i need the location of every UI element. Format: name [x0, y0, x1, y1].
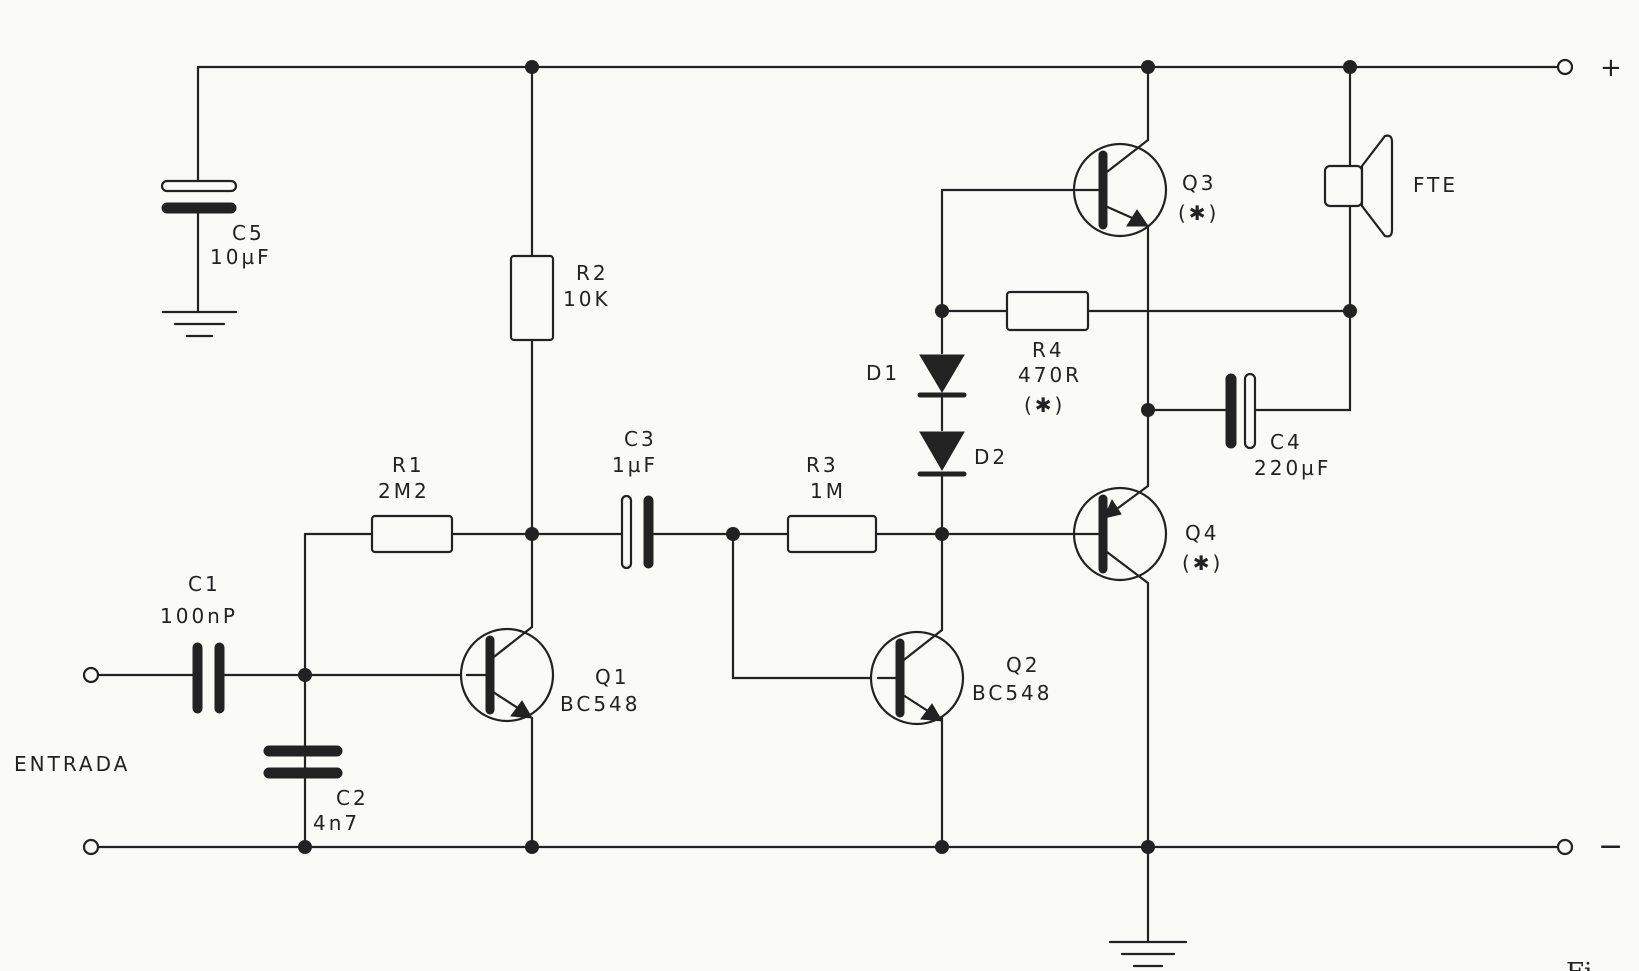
diode-d2: D2	[917, 431, 1008, 477]
r2-value: 10K	[563, 287, 611, 311]
r4-note: (✱)	[1024, 393, 1065, 417]
r4-ref: R4	[1032, 338, 1065, 362]
transistor-q2: Q2 BC548	[869, 628, 1053, 726]
resistor-r1: R1 2M2	[370, 453, 454, 554]
negative-terminal	[1556, 838, 1574, 856]
transistor-q3: Q3 (✱)	[1072, 138, 1219, 238]
c1-value: 100nP	[160, 604, 238, 628]
resistor-r2: R2 10K	[509, 254, 611, 342]
capacitor-c2: C2 4n7	[263, 745, 369, 835]
q4-note: (✱)	[1182, 551, 1223, 575]
c5-ref: C5	[232, 221, 265, 245]
d2-ref: D2	[974, 445, 1008, 469]
c1-ref: C1	[188, 572, 221, 596]
r1-value: 2M2	[378, 479, 430, 503]
c4-value: 220µF	[1254, 456, 1331, 480]
c3-value: 1µF	[612, 453, 658, 477]
positive-rail-label: +	[1600, 53, 1625, 83]
figure-caption-fragment: Fi	[1566, 958, 1592, 971]
ground-symbol-c5	[161, 310, 238, 338]
q2-value: BC548	[972, 681, 1053, 705]
c2-value: 4n7	[313, 811, 360, 835]
input-terminal	[82, 666, 100, 684]
d1-ref: D1	[866, 361, 900, 385]
capacitor-c4: C4 220µF	[1225, 372, 1331, 480]
r3-ref: R3	[806, 453, 839, 477]
r3-value: 1M	[810, 479, 846, 503]
r1-ref: R1	[392, 453, 425, 477]
input-label: ENTRADA	[14, 752, 130, 776]
capacitor-c3: C3 1µF	[612, 427, 658, 570]
r4-value: 470R	[1018, 363, 1082, 387]
c3-ref: C3	[624, 427, 657, 451]
transistor-q4: Q4 (✱)	[1072, 484, 1223, 585]
q3-ref: Q3	[1182, 171, 1216, 195]
positive-terminal	[1556, 58, 1574, 76]
ground-symbol-main	[1108, 940, 1188, 968]
speaker-fte: FTE	[1323, 134, 1458, 238]
transistor-q1: Q1 BC548	[459, 625, 641, 723]
rail-terminals: + − ENTRADA	[14, 53, 1626, 864]
r2-ref: R2	[576, 261, 609, 285]
resistor-r4: R4 470R (✱)	[1005, 290, 1090, 417]
capacitor-c1: C1 100nP	[160, 572, 238, 714]
input-ground-terminal	[82, 838, 100, 856]
c4-ref: C4	[1270, 430, 1303, 454]
negative-rail-label: −	[1598, 829, 1626, 864]
resistor-r3: R3 1M	[786, 453, 878, 554]
c2-ref: C2	[336, 786, 369, 810]
junctions	[298, 60, 1357, 854]
c5-value: 10µF	[210, 245, 272, 269]
q3-note: (✱)	[1178, 201, 1219, 225]
q4-ref: Q4	[1185, 521, 1219, 545]
diode-d1: D1	[866, 354, 967, 432]
wires	[96, 65, 1567, 944]
capacitor-c5: C5 10µF	[160, 179, 272, 269]
speaker-label: FTE	[1413, 173, 1458, 197]
q1-value: BC548	[560, 692, 641, 716]
q1-ref: Q1	[595, 665, 629, 689]
q2-ref: Q2	[1006, 653, 1040, 677]
